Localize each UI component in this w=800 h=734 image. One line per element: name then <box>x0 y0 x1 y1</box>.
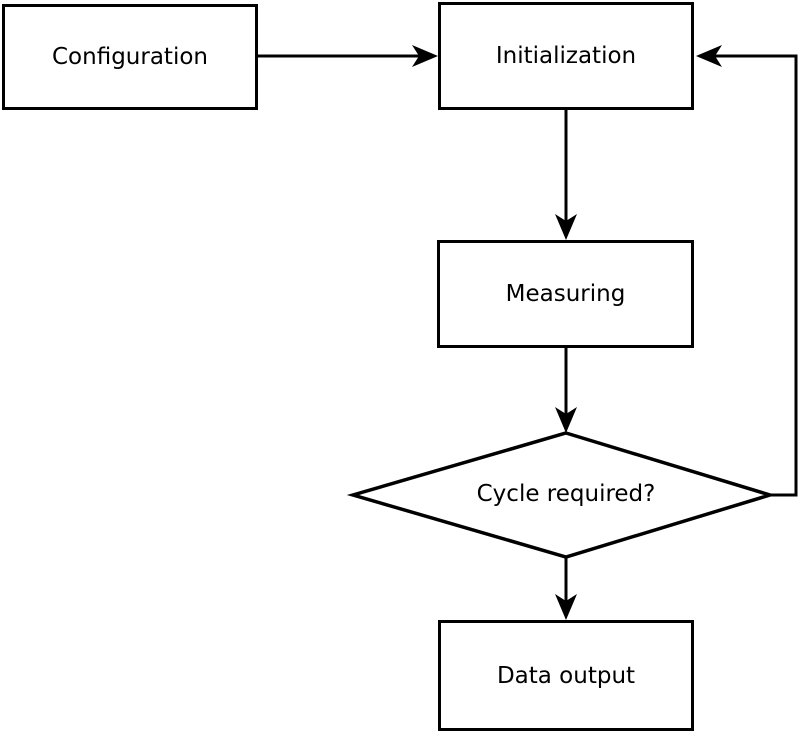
arrowhead-into-data-output-top <box>555 594 577 620</box>
arrowhead-into-initialization-right <box>696 45 722 67</box>
node-measuring-label: Measuring <box>505 281 626 307</box>
node-data-output-label: Data output <box>496 662 636 689</box>
arrowhead-into-initialization-left <box>412 45 438 67</box>
node-configuration: Configuration <box>2 4 258 110</box>
node-measuring: Measuring <box>437 240 694 348</box>
arrowhead-into-decision-top <box>555 407 577 433</box>
arrowhead-into-measuring-top <box>555 214 577 240</box>
edge-decision-to-initialization-loop <box>715 54 798 497</box>
node-data-output: Data output <box>438 620 694 731</box>
node-configuration-label: Configuration <box>52 44 208 70</box>
node-initialization-label: Initialization <box>495 43 637 69</box>
node-initialization: Initialization <box>438 2 694 110</box>
node-decision-label: Cycle required? <box>476 481 656 507</box>
